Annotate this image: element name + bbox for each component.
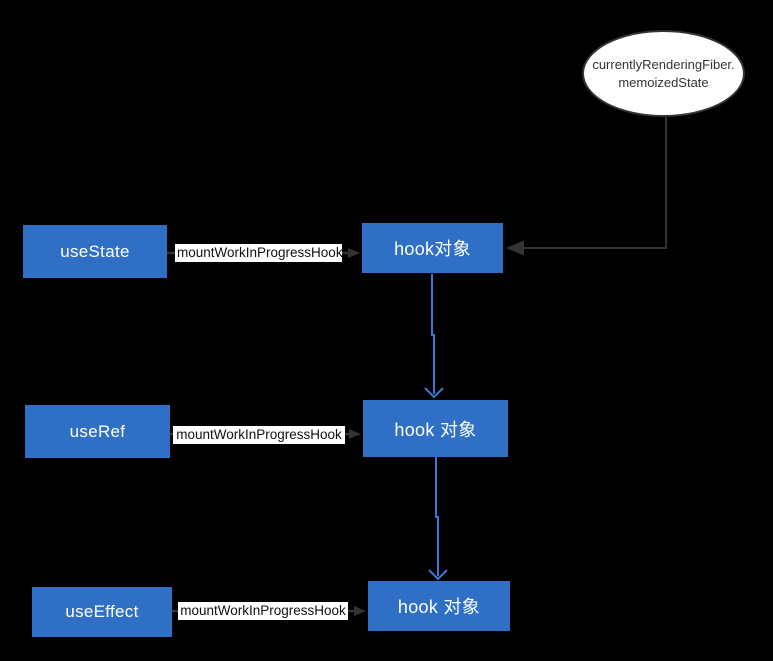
node-useeffect-label: useEffect bbox=[65, 602, 139, 621]
node-hook-object-1-label: hook对象 bbox=[394, 239, 471, 259]
arrow-hook2-to-hook3 bbox=[428, 457, 448, 581]
edge-label-mountworkinprogresshook-2: mountWorkInProgressHook bbox=[173, 426, 345, 444]
node-hook-object-2: hook 对象 bbox=[363, 400, 508, 457]
node-useref: useRef bbox=[25, 405, 170, 458]
node-usestate-label: useState bbox=[60, 241, 130, 261]
node-hook-object-3-label: hook 对象 bbox=[397, 597, 481, 617]
fiber-node-line2: memoizedState bbox=[618, 74, 709, 90]
fiber-node-line1: currentlyRenderingFiber. bbox=[592, 56, 735, 72]
node-useref-label: useRef bbox=[69, 421, 126, 441]
node-hook-object-3: hook 对象 bbox=[368, 581, 510, 631]
node-hook-object-2-label: hook 对象 bbox=[394, 419, 477, 440]
node-hook-object-1: hook对象 bbox=[362, 223, 503, 273]
node-usestate: useState bbox=[23, 225, 167, 278]
arrow-fiber-to-hook1 bbox=[506, 117, 667, 256]
node-useeffect: useEffect bbox=[32, 587, 172, 637]
arrow-hook1-to-hook2 bbox=[424, 274, 444, 399]
fiber-memoizedstate-node: currentlyRenderingFiber. memoizedState bbox=[582, 30, 745, 117]
edge-label-mountworkinprogresshook-1: mountWorkInProgressHook bbox=[175, 244, 343, 262]
edge-label-mountworkinprogresshook-3: mountWorkInProgressHook bbox=[178, 602, 348, 620]
